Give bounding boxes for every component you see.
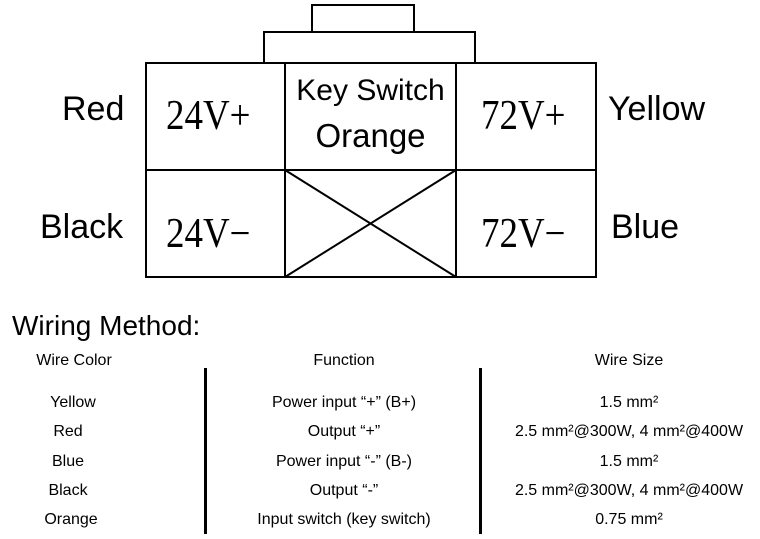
row-orange-function: Input switch (key switch) — [257, 511, 431, 528]
row-black-size: 2.5 mm²@300W, 4 mm²@400W — [514, 482, 744, 499]
row-blue-size: 1.5 mm² — [599, 453, 659, 470]
wire-label-black: Black — [40, 208, 124, 246]
row-orange-color: Orange — [44, 511, 98, 528]
row-yellow-function: Power input “+” (B+) — [271, 394, 417, 411]
terminal-72v-plus: 72V+ — [481, 93, 566, 139]
row-yellow-size: 1.5 mm² — [599, 394, 659, 411]
col-header-wire-color: Wire Color — [36, 352, 112, 369]
col-header-wire-size: Wire Size — [594, 352, 664, 369]
row-red-color: Red — [53, 423, 83, 440]
row-blue-function: Power input “-” (B-) — [275, 453, 413, 470]
wiring-method-heading: Wiring Method: — [12, 310, 201, 341]
table-divider-right — [479, 368, 482, 534]
row-red-size: 2.5 mm²@300W, 4 mm²@400W — [514, 423, 744, 440]
terminal-key-switch-label: Key Switch — [296, 74, 445, 107]
connector-diagram — [145, 4, 597, 278]
table-divider-left — [204, 368, 207, 534]
terminal-24v-minus: 24V− — [166, 211, 251, 257]
connector-latch-base — [263, 31, 476, 64]
terminal-72v-minus: 72V− — [481, 211, 566, 257]
row-black-function: Output “-” — [309, 482, 379, 499]
row-red-function: Output “+” — [307, 423, 381, 440]
wire-label-yellow: Yellow — [608, 90, 706, 128]
terminal-key-switch-color: Orange — [315, 117, 426, 154]
row-orange-size: 0.75 mm² — [595, 511, 663, 528]
connector-latch-top — [311, 4, 415, 33]
row-black-color: Black — [48, 482, 88, 499]
row-yellow-color: Yellow — [50, 394, 96, 411]
col-header-function: Function — [313, 352, 375, 369]
terminal-24v-plus: 24V+ — [166, 93, 251, 139]
wire-label-blue: Blue — [611, 208, 680, 246]
row-blue-color: Blue — [51, 453, 85, 470]
empty-slot-cross-b — [284, 169, 457, 278]
wire-label-red: Red — [62, 90, 125, 128]
